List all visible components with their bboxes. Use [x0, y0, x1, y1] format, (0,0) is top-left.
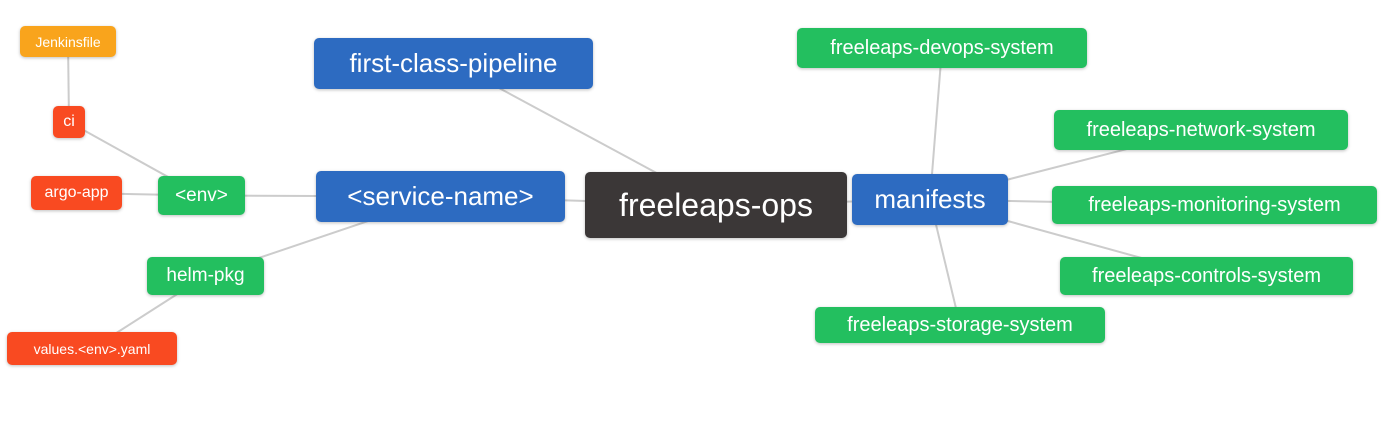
node-service-name[interactable]: <service-name>: [316, 171, 565, 222]
node-manifests[interactable]: manifests: [852, 174, 1008, 225]
node-label-argo-app: argo-app: [44, 184, 109, 201]
node-storage-system[interactable]: freeleaps-storage-system: [815, 307, 1105, 343]
node-devops-system[interactable]: freeleaps-devops-system: [797, 28, 1087, 68]
node-label-monitoring-system: freeleaps-monitoring-system: [1088, 193, 1341, 216]
node-jenkinsfile[interactable]: Jenkinsfile: [20, 26, 116, 57]
node-label-freeleaps-ops: freeleaps-ops: [619, 186, 813, 223]
node-label-first-class-pipeline: first-class-pipeline: [349, 48, 558, 78]
node-network-system[interactable]: freeleaps-network-system: [1054, 110, 1348, 150]
node-env[interactable]: <env>: [158, 176, 245, 215]
node-helm-pkg[interactable]: helm-pkg: [147, 257, 264, 295]
node-monitoring-system[interactable]: freeleaps-monitoring-system: [1052, 186, 1377, 224]
node-label-manifests: manifests: [874, 184, 986, 214]
node-label-jenkinsfile: Jenkinsfile: [35, 33, 101, 50]
node-argo-app[interactable]: argo-app: [31, 176, 122, 210]
node-label-ci: ci: [63, 113, 75, 130]
node-label-devops-system: freeleaps-devops-system: [830, 36, 1054, 59]
node-ci[interactable]: ci: [53, 106, 85, 138]
node-label-storage-system: freeleaps-storage-system: [847, 313, 1073, 336]
node-controls-system[interactable]: freeleaps-controls-system: [1060, 257, 1353, 295]
node-label-env: <env>: [175, 184, 228, 206]
node-values-env-yaml[interactable]: values.<env>.yaml: [7, 332, 177, 365]
node-label-service-name: <service-name>: [347, 181, 534, 211]
node-label-controls-system: freeleaps-controls-system: [1092, 264, 1321, 287]
node-label-values-env-yaml: values.<env>.yaml: [33, 340, 151, 357]
node-first-class-pipeline[interactable]: first-class-pipeline: [314, 38, 593, 89]
node-freeleaps-ops[interactable]: freeleaps-ops: [585, 172, 847, 238]
node-label-helm-pkg: helm-pkg: [166, 265, 245, 286]
node-label-network-system: freeleaps-network-system: [1086, 118, 1316, 141]
